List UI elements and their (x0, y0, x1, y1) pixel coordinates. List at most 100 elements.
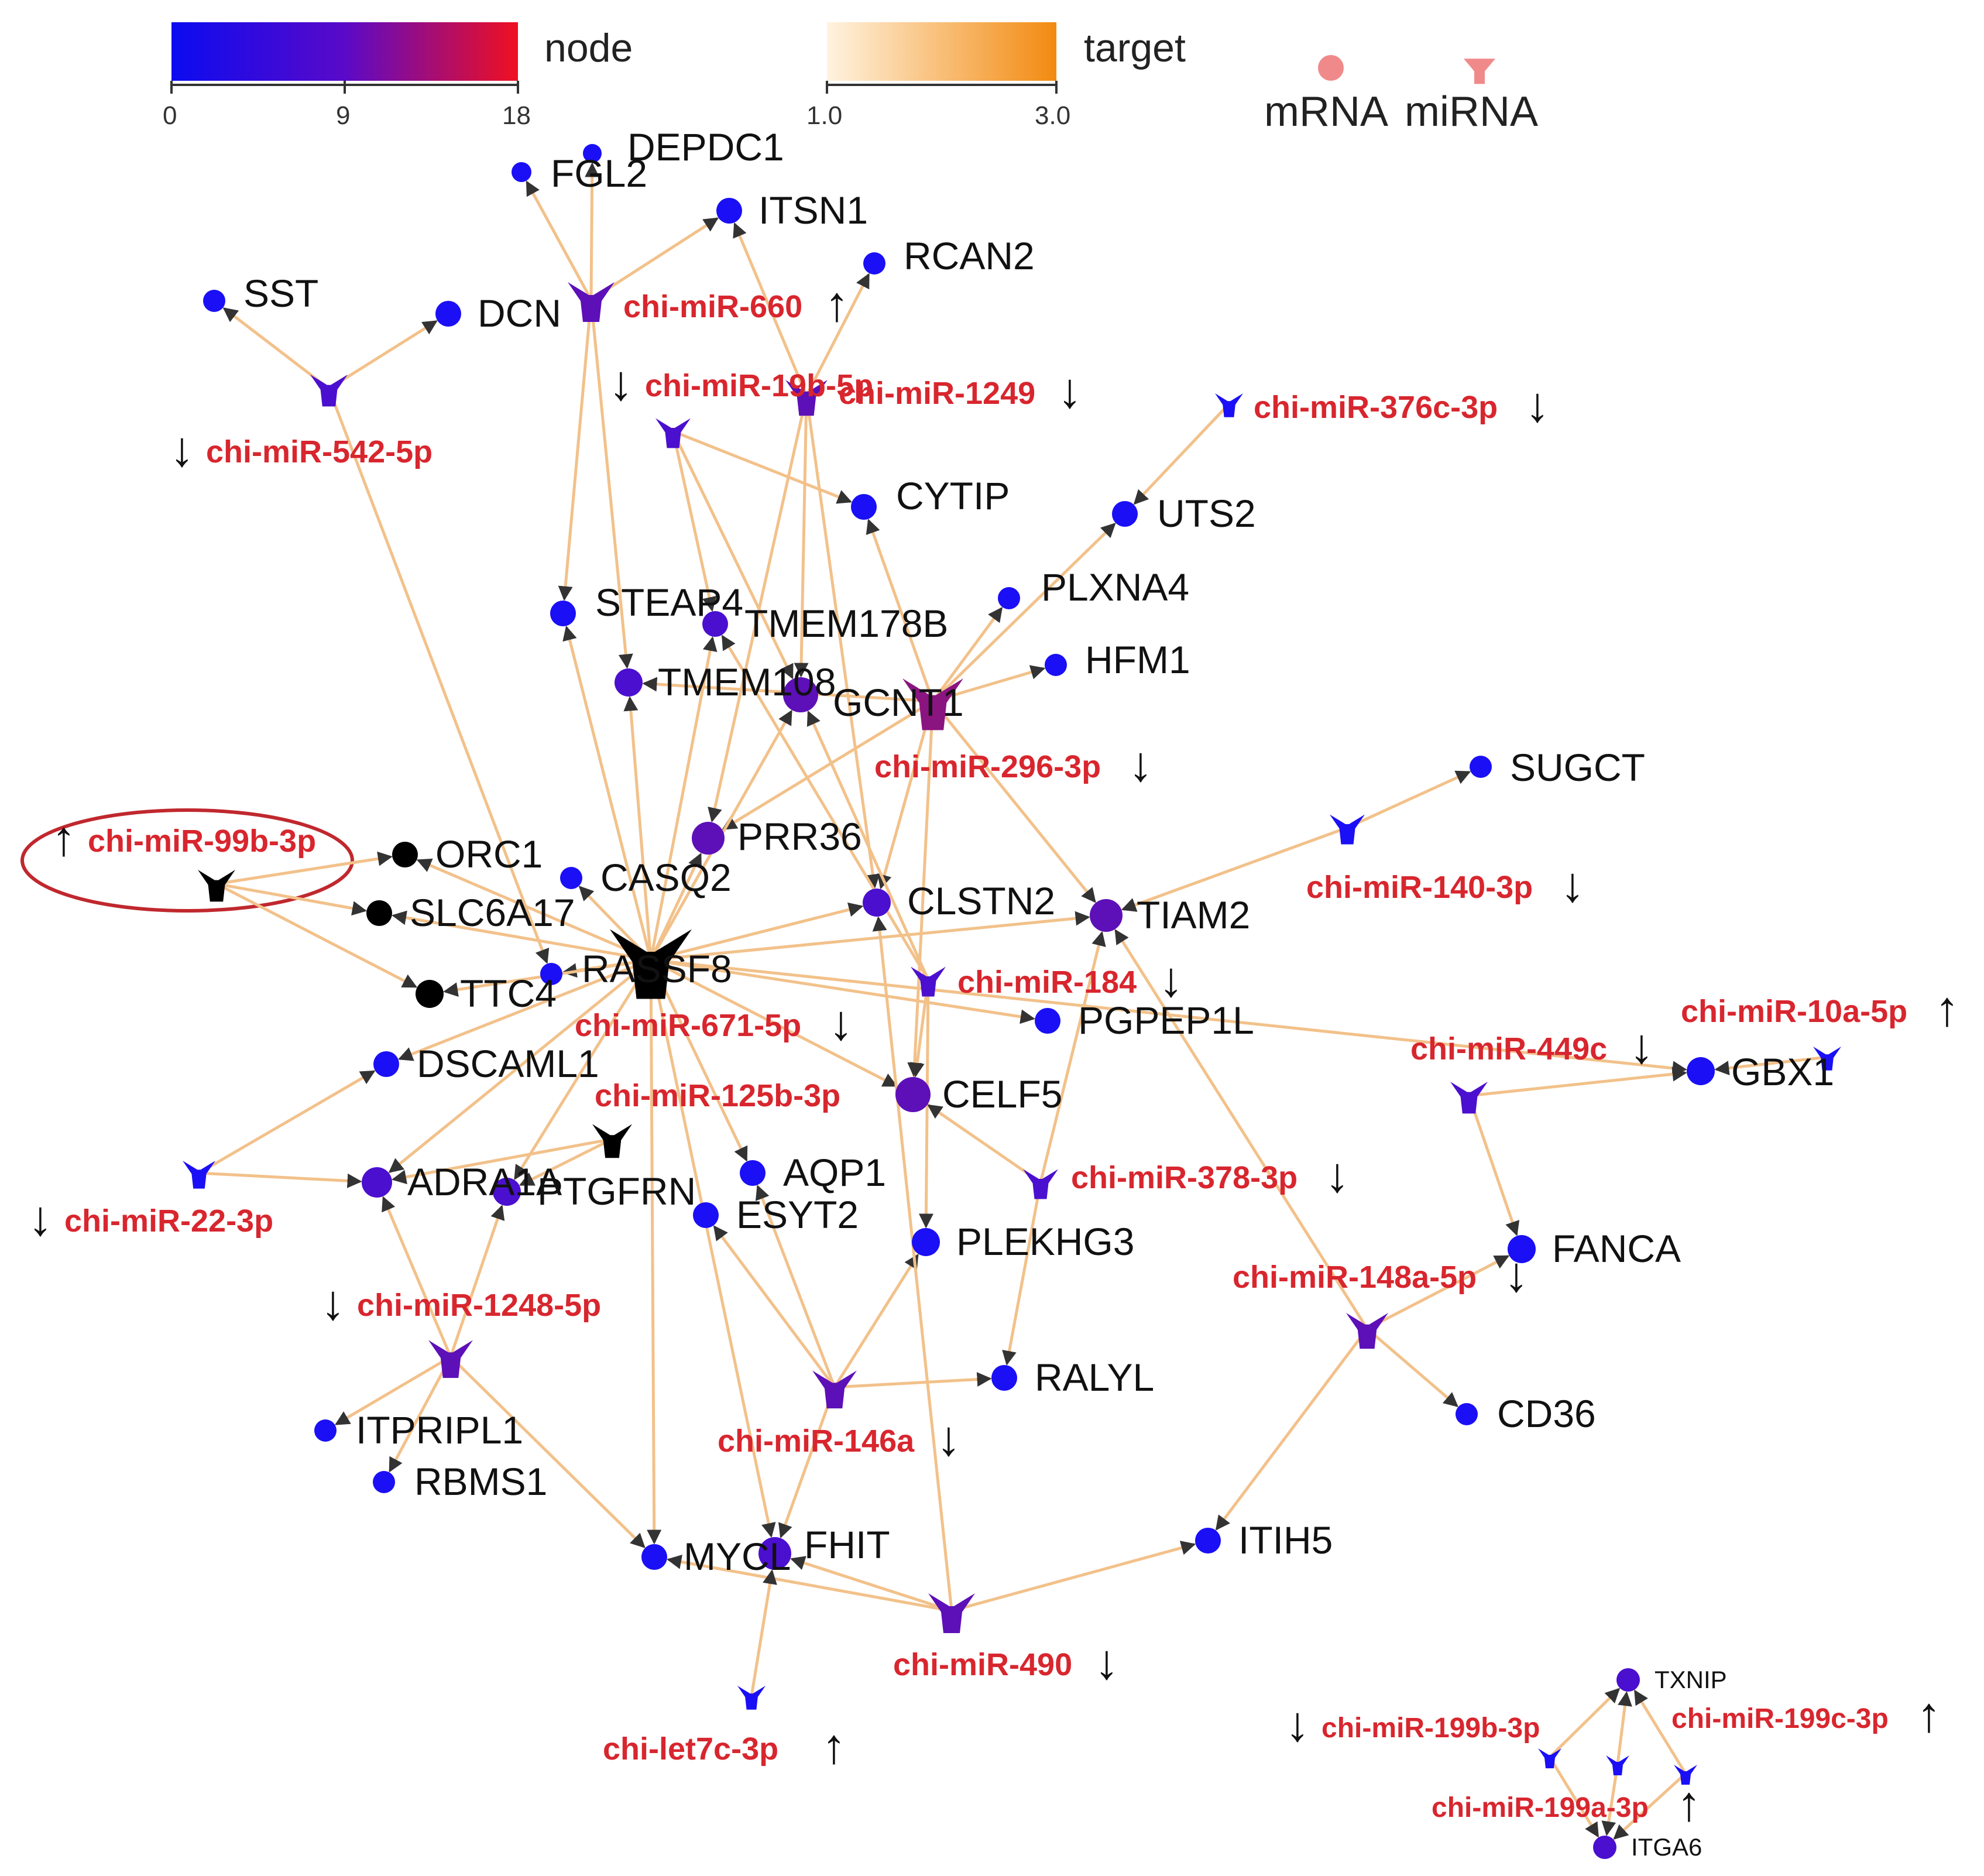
mrna-label: RASSF8 (582, 947, 732, 990)
edge (778, 1387, 836, 1539)
mirna-node (911, 966, 946, 997)
mrna-label: ESYT2 (736, 1193, 859, 1236)
mrna-label: RCAN2 (904, 234, 1035, 277)
mirna-node (1606, 1755, 1629, 1775)
mrna-label: ITGA6 (1631, 1833, 1702, 1861)
mrna-node (416, 980, 444, 1008)
mrna-node (203, 290, 225, 312)
mrna-label: FGL2 (551, 152, 647, 195)
mrna-node (1456, 1403, 1478, 1425)
edge (392, 1137, 613, 1185)
down-arrow-icon: ↓ (1094, 1634, 1119, 1689)
edge (382, 1196, 452, 1357)
mirna-label: chi-miR-22-3p (64, 1203, 273, 1239)
mrna-label: CD36 (1497, 1392, 1596, 1435)
mirna-node (812, 1370, 857, 1409)
edge (198, 1171, 362, 1188)
edge (907, 701, 935, 1078)
edge (671, 431, 717, 612)
mrna-node (550, 601, 576, 626)
edge (877, 701, 935, 890)
mrna-node (373, 1051, 399, 1077)
edges-layer (198, 162, 1828, 1840)
edge (713, 1225, 836, 1388)
mrna-label: STEAP4 (595, 581, 743, 624)
mrna-node (991, 1365, 1017, 1391)
mrna-label: GCNT1 (833, 681, 964, 724)
edge (649, 636, 718, 961)
mrna-node (702, 611, 728, 637)
mrna-label: FHIT (804, 1523, 890, 1566)
mirna-node (198, 870, 235, 902)
mrna-label: DSCAML1 (417, 1042, 599, 1085)
down-arrow-icon: ↓ (1504, 1247, 1529, 1302)
edge (790, 1556, 952, 1613)
edge (1366, 1254, 1510, 1330)
mirna-label: chi-miR-542-5p (206, 434, 433, 469)
down-arrow-icon: ↓ (1128, 736, 1153, 791)
edge (328, 320, 438, 390)
down-arrow-icon: ↓ (1058, 363, 1082, 418)
edge (1548, 1756, 1599, 1838)
edge (222, 307, 330, 390)
down-arrow-icon: ↓ (936, 1411, 961, 1466)
mirna-node (310, 375, 348, 407)
edge (1133, 403, 1230, 505)
up-arrow-icon: ↑ (52, 811, 76, 866)
mrna-label: GBX1 (1731, 1050, 1834, 1093)
mrna-node (998, 587, 1020, 609)
mirna-label: chi-miR-660 (623, 289, 802, 324)
mirna-label: chi-miR-19b-5p (645, 368, 873, 403)
mrna-node (863, 889, 891, 917)
mirna-label: chi-miR-671-5p (575, 1008, 801, 1043)
mrna-node (1687, 1057, 1715, 1085)
mirna-node (428, 1340, 473, 1378)
mirna-legend-label: miRNA (1405, 88, 1538, 135)
edge (931, 606, 1003, 702)
mrna-node (716, 198, 742, 224)
up-arrow-icon: ↑ (1917, 1687, 1941, 1742)
mirna-label: chi-miR-449c (1410, 1031, 1607, 1066)
mrna-label: SLC6A17 (410, 891, 575, 934)
mrna-label: CLSTN2 (907, 879, 1055, 922)
mrna-node (540, 963, 562, 985)
mrna-node (615, 668, 643, 697)
edge (388, 1356, 452, 1473)
mirna-node (1450, 1082, 1488, 1114)
mirna-label: chi-miR-99b-3p (88, 824, 316, 859)
mirna-label: chi-miR-140-3p (1306, 870, 1533, 905)
mrna-node (895, 1077, 931, 1112)
mirna-shape-icon (1464, 59, 1495, 84)
edge (334, 1355, 452, 1426)
edge (1714, 1055, 1828, 1076)
down-arrow-icon: ↓ (321, 1275, 345, 1330)
edge (1616, 1691, 1632, 1765)
edge (647, 959, 662, 1545)
mirna-label: chi-miR-378-3p (1071, 1160, 1298, 1195)
edge (558, 299, 593, 601)
mrna-legend-label: mRNA (1264, 88, 1388, 135)
mrna-node (693, 1202, 719, 1228)
edge (649, 959, 776, 1538)
mirna-node (610, 929, 692, 999)
down-arrow-icon: ↓ (1285, 1696, 1310, 1751)
mrna-label: ADRA1A (407, 1160, 562, 1203)
mrna-label: PLXNA4 (1041, 565, 1189, 609)
edge (1121, 826, 1348, 912)
target-tick-min: 1.0 (806, 101, 842, 130)
mirna-label: chi-miR-296-3p (874, 749, 1101, 784)
edge (562, 625, 653, 961)
mirna-label: chi-miR-1249 (839, 376, 1035, 411)
legend: 0 9 18 node 1.0 3.0 target mRNA miRNA (163, 22, 1538, 135)
mirna-label: chi-let7c-3p (603, 1731, 778, 1767)
down-arrow-icon: ↓ (28, 1191, 53, 1246)
mirna-node (1674, 1765, 1697, 1785)
edge (927, 1104, 1042, 1184)
mirna-node (655, 418, 691, 448)
mirna-node (568, 282, 615, 322)
edge (519, 1137, 613, 1186)
mirna-label: chi-miR-376c-3p (1254, 390, 1498, 425)
mrna-label: DCN (478, 291, 561, 335)
edge (872, 916, 953, 1611)
